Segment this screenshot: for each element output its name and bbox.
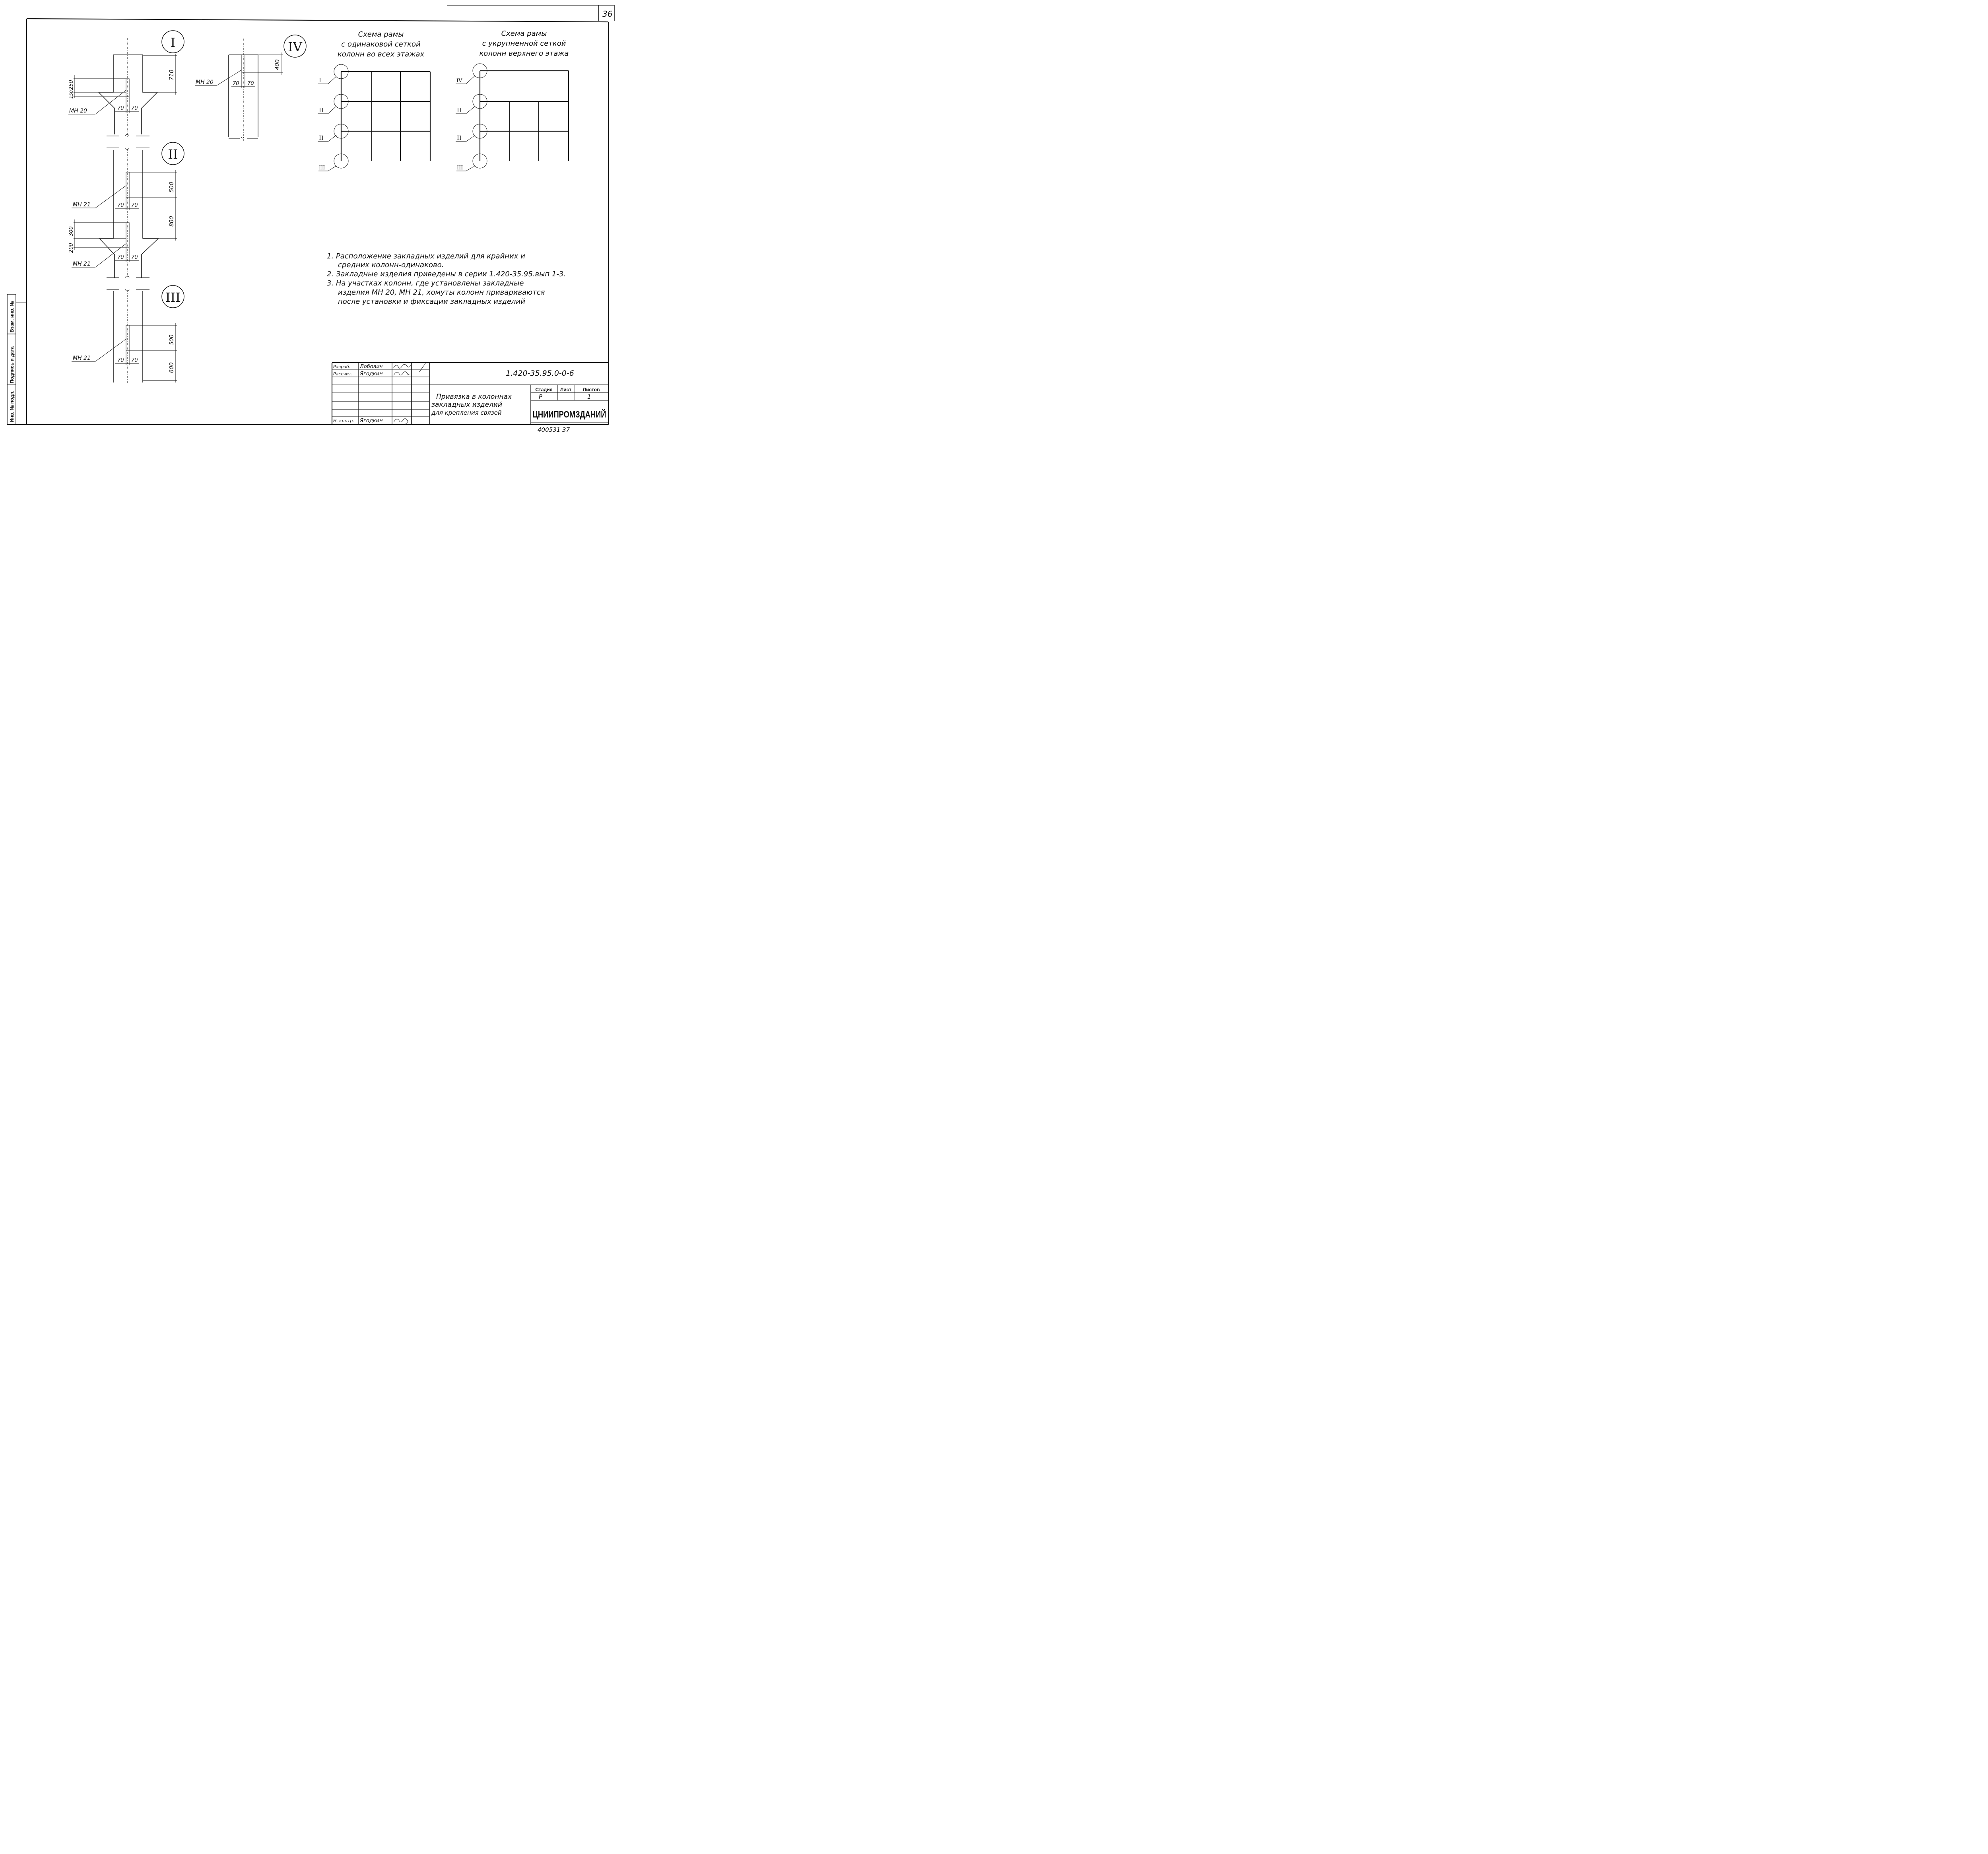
detail-I-dim-top: 710 <box>169 70 175 80</box>
stamp-code: 1.420-35.95.0-0-6 <box>506 369 574 378</box>
detail-II-dim-w2b: 70 <box>131 254 138 260</box>
stamp-role-2: Рассчит. <box>333 371 353 377</box>
stamp-value-sheets: 1 <box>587 393 591 400</box>
detail-II-dim-w1b: 70 <box>117 254 124 260</box>
note-line-3: 2. Закладные изделия приведены в серии 1… <box>327 270 566 278</box>
stamp-title-1: Привязка в колоннах <box>436 393 512 401</box>
detail-II-mark-lower: МН 21 <box>73 261 91 267</box>
page-number: 36 <box>602 9 612 19</box>
stamp-role-1: Разраб. <box>333 364 350 369</box>
scheme-right-title-3: колонн верхнего этажа <box>479 49 569 58</box>
frame <box>7 5 615 425</box>
detail-I-dim-w2: 70 <box>131 105 138 111</box>
scheme-right-label-1: IV <box>456 78 462 84</box>
detail-II-dim-w1a: 70 <box>117 202 124 208</box>
detail-III-callout <box>161 285 184 308</box>
detail-II-dim-top: 500 <box>169 182 175 192</box>
detail-IV: IV 400 70 70 МН 20 <box>195 35 307 141</box>
notes: 1. Расположение закладных изделий для кр… <box>327 252 566 306</box>
detail-I: I 710 250 150 70 70 МН 20 <box>68 30 184 150</box>
detail-II-callout <box>161 142 184 165</box>
detail-IV-dim-w2: 70 <box>247 81 254 87</box>
note-line-4: 3. На участках колонн, где установлены з… <box>327 279 524 287</box>
detail-III-label: III <box>165 290 181 305</box>
note-line-2: средних колонн-одинаково. <box>338 261 444 269</box>
detail-IV-mark: МН 20 <box>196 79 214 85</box>
detail-III-dim-w2: 70 <box>131 357 138 363</box>
scheme-left-label-4: III <box>319 165 325 171</box>
detail-III: III 500 600 70 70 МН 21 <box>72 285 184 384</box>
note-line-1: 1. Расположение закладных изделий для кр… <box>327 252 525 260</box>
stamp-title-2: закладных изделий <box>431 401 502 409</box>
stamp-header-sheet: Лист <box>560 387 571 392</box>
note-line-6: после установки и фиксации закладных изд… <box>338 297 525 306</box>
detail-I-dim-d1: 250 <box>68 80 74 90</box>
scheme-left-title-3: колонн во всех этажах <box>338 50 425 58</box>
signature-3 <box>393 418 408 425</box>
detail-IV-callout <box>283 35 307 58</box>
detail-II-label: II <box>168 147 178 162</box>
scheme-left-title-2: с одинаковой сеткой <box>341 40 421 49</box>
detail-II-dim-w2a: 70 <box>131 202 138 208</box>
detail-III-dim-bottom: 600 <box>169 362 175 373</box>
detail-II: II 500 800 70 70 300 200 70 70 МН 21 <box>68 142 184 291</box>
stamp-org: ЦНИИПРОМЗДАНИЙ <box>533 409 606 419</box>
stamp-name-1: Лобович <box>359 364 383 370</box>
scheme-right-title-2: с укрупненной сеткой <box>482 39 566 48</box>
scheme-right-title-1: Схема рамы <box>501 29 547 38</box>
detail-I-label: I <box>171 35 176 50</box>
scheme-right: Схема рамы с укрупненной сеткой колонн в… <box>456 29 569 171</box>
scheme-left-label-2: II <box>319 107 324 114</box>
stamp-value-stage: Р <box>539 393 543 400</box>
detail-III-dim-w1: 70 <box>117 357 124 363</box>
detail-II-mark-upper: МН 21 <box>73 202 91 208</box>
detail-II-dim-mid: 800 <box>169 216 175 227</box>
detail-IV-label: IV <box>288 39 303 54</box>
side-stamp-sign: Подпись и дата <box>9 346 15 383</box>
detail-I-dim-w1: 70 <box>117 105 124 111</box>
detail-I-dim-d2: 150 <box>69 90 74 99</box>
scheme-right-label-4: III <box>457 165 463 171</box>
stamp-header-sheets: Листов <box>583 387 600 392</box>
side-stamp-inv: Инв. № подл. <box>9 390 15 422</box>
detail-IV-dim-w1: 70 <box>233 81 239 87</box>
signature-1 <box>393 364 412 369</box>
drawing-sheet: 36 Инв. № подл. Подпись и дата Взам. инв… <box>7 5 615 433</box>
side-stamp: Инв. № подл. Подпись и дата Взам. инв. № <box>7 294 27 425</box>
stamp-role-6: Н. контр. <box>333 418 354 423</box>
scheme-left: Схема рамы с одинаковой сеткой колонн во… <box>318 30 431 171</box>
detail-III-dim-top: 500 <box>169 334 175 345</box>
detail-IV-dim-top: 400 <box>274 59 281 70</box>
stamp-name-2: Ягодкин <box>359 371 383 377</box>
scheme-left-label-1: I <box>319 77 321 84</box>
detail-II-dim-d1: 300 <box>68 226 74 236</box>
stamp-header-stage: Стадия <box>535 387 552 392</box>
detail-I-callout <box>161 30 184 53</box>
stamp-name-6: Ягодкин <box>359 418 383 424</box>
bottom-code: 400531 37 <box>538 426 570 433</box>
scheme-left-title-1: Схема рамы <box>358 30 404 39</box>
signature-2 <box>393 371 411 376</box>
scheme-right-label-2: II <box>457 107 462 114</box>
scheme-right-label-3: II <box>457 134 462 142</box>
side-stamp-vzam: Взам. инв. № <box>9 301 15 332</box>
scheme-left-label-3: II <box>319 134 324 142</box>
title-block: Разраб. Лобович Рассчит. Ягодкин Н. конт… <box>331 362 608 425</box>
detail-I-mark: МН 20 <box>69 108 87 114</box>
detail-II-dim-d2: 200 <box>68 243 74 253</box>
note-line-5: изделия МН 20, МН 21, хомуты колонн прив… <box>338 288 545 297</box>
detail-III-mark: МН 21 <box>73 355 91 361</box>
stamp-title-3: для крепления связей <box>431 409 502 416</box>
